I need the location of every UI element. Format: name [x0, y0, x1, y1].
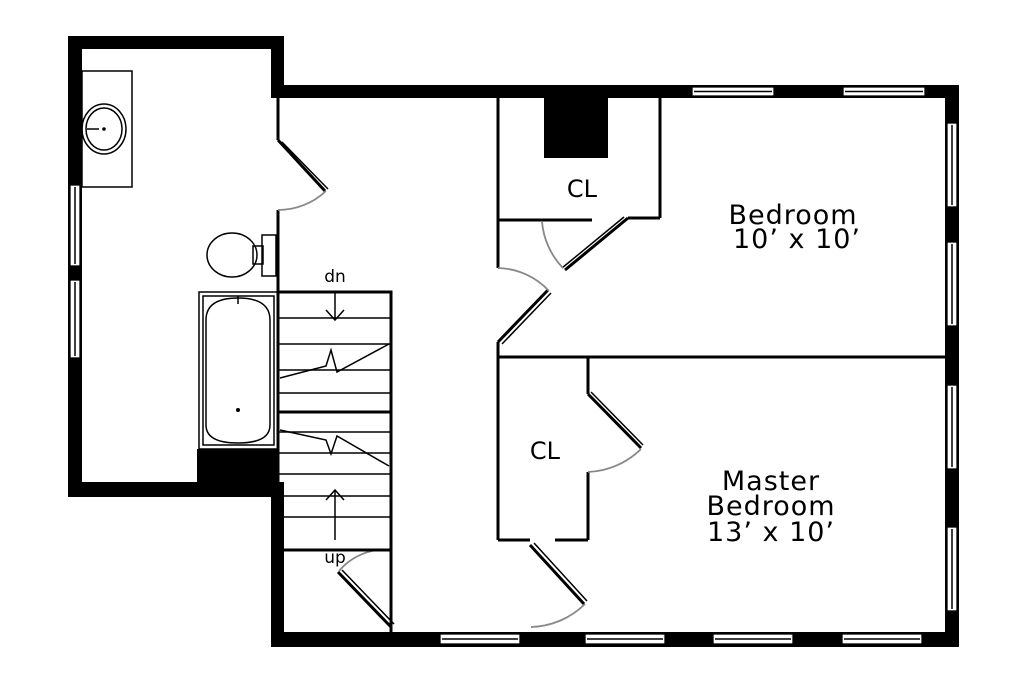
door-bathroom [276, 138, 329, 211]
window-bottom-4 [841, 633, 923, 645]
door-closet-top [541, 216, 629, 272]
bedroom-size: 10’ x 10’ [733, 224, 861, 255]
sink-vanity [81, 70, 133, 188]
window-right-2 [946, 241, 958, 327]
exterior-walls [68, 36, 959, 647]
window-bottom-2 [584, 633, 666, 645]
window-right-4 [946, 526, 958, 612]
stair-up-arrow [325, 488, 345, 540]
window-bath-left-2 [69, 279, 81, 359]
window-bath-left-1 [69, 184, 81, 267]
stair-down-arrow [325, 292, 345, 322]
tub-wall-block [197, 449, 278, 484]
window-right-1 [946, 122, 958, 208]
door-closet-bottom [586, 391, 644, 473]
doors [276, 138, 644, 629]
stair-down-label: dn [324, 267, 346, 287]
closet-top-label: CL [567, 175, 598, 203]
toilet [206, 232, 277, 278]
staircase [276, 290, 393, 632]
door-bedroom [496, 267, 552, 345]
bathroom-fixtures [81, 70, 279, 484]
door-stair-landing [336, 548, 395, 629]
windows [69, 86, 958, 645]
labels: dn up CL CL Bedroom 10’ x 10’ Master Bed… [324, 175, 861, 568]
closet-bottom-label: CL [530, 437, 561, 465]
window-right-3 [946, 384, 958, 470]
bathtub [198, 291, 279, 450]
window-top-2 [842, 86, 926, 97]
window-bottom-3 [712, 633, 794, 645]
master-bedroom-name-line1: Master [722, 466, 820, 497]
window-bottom-1 [439, 633, 521, 645]
bedroom-name: Bedroom [728, 200, 857, 231]
master-bedroom-size: 13’ x 10’ [707, 517, 835, 548]
window-top-1 [691, 86, 775, 97]
stair-up-label: up [324, 548, 346, 568]
door-master-bedroom [528, 542, 588, 628]
master-bedroom-name-line2: Bedroom [706, 491, 835, 522]
chimney [544, 98, 608, 158]
interior-walls [276, 98, 945, 542]
